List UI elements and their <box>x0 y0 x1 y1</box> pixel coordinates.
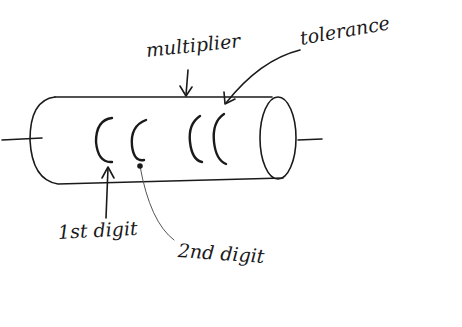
color-band <box>190 116 202 162</box>
arrow-head <box>180 86 192 96</box>
band-label: 1st digit <box>57 218 138 243</box>
leader-line <box>226 50 300 103</box>
leader-line <box>186 70 188 95</box>
color-band <box>132 120 146 160</box>
resistor-lead <box>2 138 42 140</box>
resistor-body <box>30 97 283 184</box>
leader-line <box>106 168 108 218</box>
arrow-head <box>102 167 114 178</box>
band-label: 2nd digit <box>177 240 265 267</box>
leader-line <box>140 166 174 240</box>
arrow-head <box>224 92 235 104</box>
color-band <box>214 114 226 164</box>
resistor-lead <box>298 139 322 140</box>
band-label: tolerance <box>298 12 391 48</box>
resistor-end <box>260 97 296 179</box>
band-label: multiplier <box>145 30 241 61</box>
leader-dot <box>138 164 142 168</box>
color-band <box>96 118 112 162</box>
resistor-body <box>55 96 272 98</box>
